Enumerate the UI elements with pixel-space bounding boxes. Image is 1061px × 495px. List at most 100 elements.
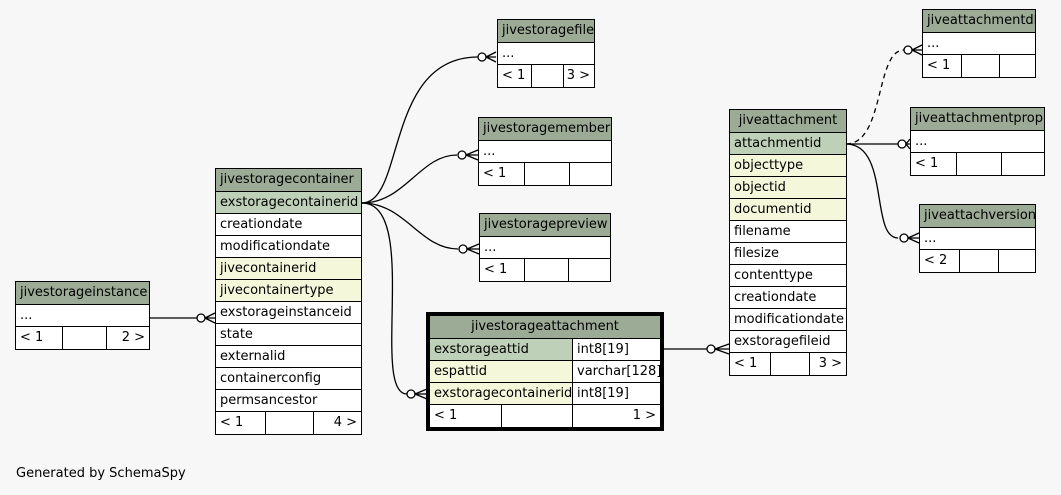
children-count: [1001, 153, 1044, 175]
table-column: exstoragefileid: [730, 331, 846, 353]
parents-count: < 1: [220, 415, 244, 430]
table-column: ...: [16, 305, 149, 327]
table-column-indexed: jivecontainerid: [216, 258, 361, 280]
table-footer: < 1: [911, 153, 1044, 175]
table-column-pk: attachmentid: [730, 133, 846, 155]
table-column-indexed: exstoragecontainerid int8[19]: [430, 383, 660, 405]
table-jivestorageattachment[interactable]: jivestorageattachment exstorageattid int…: [426, 312, 664, 431]
children-count: 2 >: [106, 327, 149, 349]
table-jivestorageinstance[interactable]: jivestorageinstance ... < 1 2 >: [15, 281, 150, 350]
table-column: containerconfig: [216, 368, 361, 390]
table-column-indexed: jivecontainertype: [216, 280, 361, 302]
endpoint-attachmentdl: [903, 44, 923, 56]
table-title: jiveattachmentprop: [911, 108, 1044, 131]
parents-count: < 1: [483, 166, 507, 181]
table-column: externalid: [216, 346, 361, 368]
children-count: [998, 250, 1035, 272]
column-type: int8[19]: [572, 383, 660, 404]
table-column: ...: [479, 141, 611, 163]
table-jivestoragemember[interactable]: jivestoragemember ... < 1: [478, 117, 612, 186]
endpoint-storagefile: [477, 51, 497, 63]
table-title: jivestoragefile: [498, 20, 594, 43]
edge-attachment-attachversion: [845, 143, 899, 239]
table-footer: < 1 1 >: [430, 405, 660, 427]
table-title: jivestoragecontainer: [216, 169, 361, 192]
table-column-indexed: documentid: [730, 199, 846, 221]
table-title: jiveattachment: [730, 110, 846, 133]
column-name: exstorageattid: [434, 342, 529, 357]
edge-attachment-attachmentdl: [845, 49, 905, 145]
parents-count: < 1: [502, 68, 526, 83]
table-jivestoragecontainer[interactable]: jivestoragecontainer exstoragecontaineri…: [215, 168, 362, 435]
table-column-indexed: espattid varchar[128]: [430, 361, 660, 383]
endpoint-container-instance: [196, 312, 216, 324]
table-column: permsancestor: [216, 390, 361, 412]
parents-count: < 1: [434, 408, 458, 423]
table-column-indexed: objectid: [730, 177, 846, 199]
parents-count: < 1: [484, 262, 508, 277]
table-column: ...: [498, 43, 594, 65]
table-column: exstorageinstanceid: [216, 302, 361, 324]
edge-container-storagepreview: [361, 202, 459, 250]
footer-spacer: [62, 327, 106, 349]
footer-spacer: [956, 153, 1001, 175]
table-title: jivestorageattachment: [430, 316, 660, 339]
parents-count: < 2: [924, 253, 948, 268]
table-column-indexed: objecttype: [730, 155, 846, 177]
table-jivestoragefile[interactable]: jivestoragefile ... < 1 3 >: [497, 19, 595, 88]
table-jiveattachment[interactable]: jiveattachment attachmentid objecttype o…: [729, 109, 847, 376]
endpoint-storagepreview: [458, 243, 480, 255]
table-column: ...: [920, 228, 1035, 250]
table-footer: < 2: [920, 250, 1035, 272]
table-title: jiveattachmentdl: [923, 10, 1035, 33]
parents-count: < 1: [20, 330, 44, 345]
table-title: jivestoragepreview: [480, 214, 610, 237]
children-count: [568, 259, 610, 281]
table-column: filename: [730, 221, 846, 243]
footer-spacer: [265, 412, 313, 434]
footer-spacer: [524, 259, 568, 281]
parents-count: < 1: [734, 356, 758, 371]
table-jiveattachversion[interactable]: jiveattachversion ... < 2: [919, 204, 1036, 273]
table-column: creationdate: [730, 287, 846, 309]
edge-container-storagefile: [361, 56, 479, 204]
children-count: [999, 55, 1035, 77]
table-column: filesize: [730, 243, 846, 265]
footer-spacer: [524, 163, 569, 185]
table-footer: < 1 3 >: [498, 65, 594, 87]
table-column: state: [216, 324, 361, 346]
endpoint-storageattachment: [406, 388, 428, 400]
table-column-pk: exstoragecontainerid: [216, 192, 361, 214]
table-title: jiveattachversion: [920, 205, 1035, 228]
table-column-pk: exstorageattid int8[19]: [430, 339, 660, 361]
table-column: creationdate: [216, 214, 361, 236]
column-type: varchar[128]: [572, 361, 660, 382]
edge-container-storagemember: [361, 154, 458, 204]
table-column: modificationdate: [730, 309, 846, 331]
children-count: [569, 163, 611, 185]
table-jivestoragepreview[interactable]: jivestoragepreview ... < 1: [479, 213, 611, 282]
table-footer: < 1: [923, 55, 1035, 77]
footer-spacer: [770, 353, 809, 375]
table-footer: < 1 2 >: [16, 327, 149, 349]
children-count: 4 >: [313, 412, 361, 434]
endpoint-storagemember: [457, 149, 479, 161]
table-column: ...: [911, 131, 1044, 153]
children-count: 3 >: [563, 65, 594, 87]
column-name: espattid: [434, 364, 488, 379]
table-column: modificationdate: [216, 236, 361, 258]
table-jiveattachmentdl[interactable]: jiveattachmentdl ... < 1: [922, 9, 1036, 78]
table-column: ...: [923, 33, 1035, 55]
footer-spacer: [501, 405, 572, 427]
footer-spacer: [531, 65, 563, 87]
footer-spacer: [959, 250, 998, 272]
endpoint-attachmentprop: [897, 138, 911, 150]
table-column: ...: [480, 237, 610, 259]
parents-count: < 1: [927, 58, 951, 73]
parents-count: < 1: [915, 156, 939, 171]
table-jiveattachmentprop[interactable]: jiveattachmentprop ... < 1: [910, 107, 1045, 176]
edge-container-storageattachment: [361, 202, 408, 395]
table-footer: < 1 4 >: [216, 412, 361, 434]
footer-spacer: [961, 55, 999, 77]
